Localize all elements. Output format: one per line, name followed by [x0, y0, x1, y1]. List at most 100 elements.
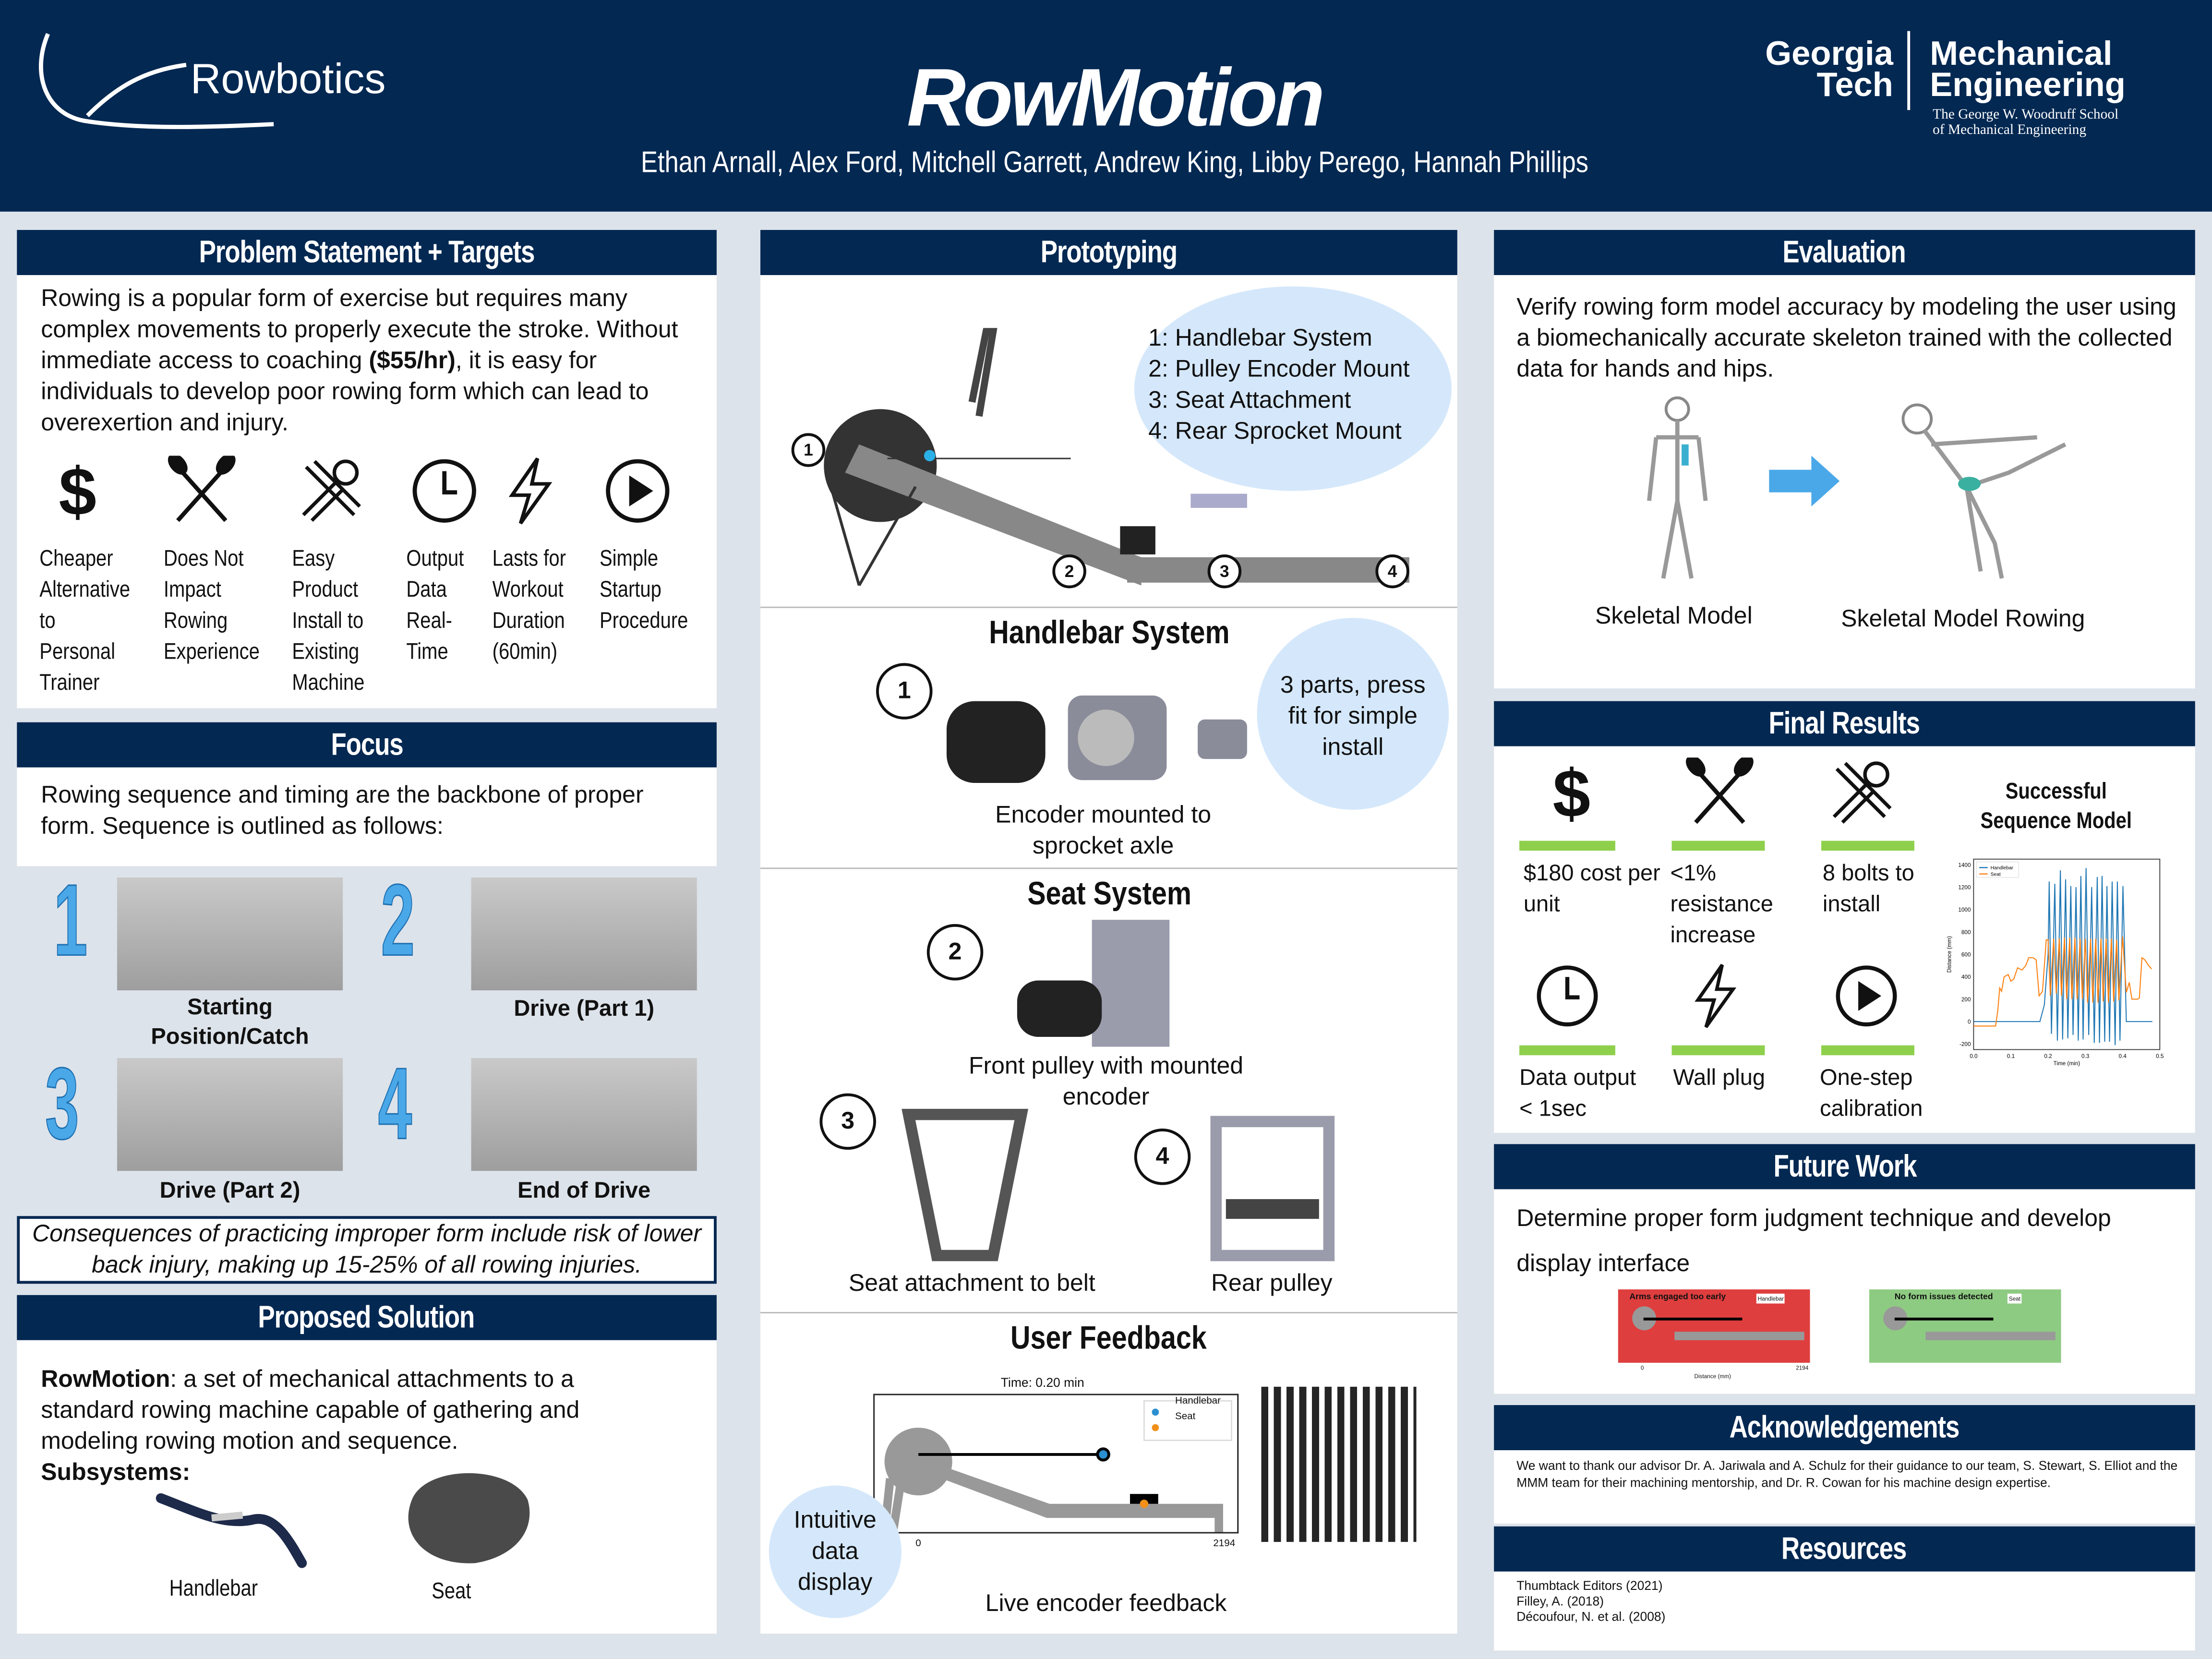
seat-number-3: 3 — [819, 1093, 876, 1150]
seat-system-title: Seat System — [1027, 875, 1191, 912]
seat-number-2: 2 — [926, 924, 984, 981]
skeleton-image — [1647, 396, 1708, 579]
ack-header: Acknowledgements — [1494, 1405, 2195, 1451]
marker-1: 1 — [791, 433, 826, 467]
rowbotics-logo-text: Rowbotics — [190, 56, 386, 103]
x-tick-label: 0.5 — [2156, 1053, 2164, 1059]
chart-legend — [1976, 862, 2020, 878]
solution-panel: RowMotion: a set of mechanical attachmen… — [17, 1340, 717, 1634]
evaluation-header: Evaluation — [1494, 230, 2195, 276]
marker-2: 2 — [1052, 554, 1086, 589]
solution-body: RowMotion: a set of mechanical attachmen… — [41, 1365, 580, 1486]
clock-icon — [1533, 962, 1601, 1030]
gt-tower-icon — [1907, 31, 1911, 110]
results-header: Final Results — [1494, 701, 2195, 746]
seat-attachment-cad — [902, 1108, 1029, 1262]
poster-title: RowMotion — [906, 52, 1325, 144]
consequence-box: Consequences of practicing improper form… — [17, 1216, 717, 1284]
target-install: Easy Product Install to Existing Machine — [292, 456, 405, 699]
x-tick-label: 0.4 — [2119, 1053, 2127, 1059]
step-photo-drive1 — [471, 877, 697, 991]
x-tick-label: 0.3 — [2081, 1053, 2090, 1059]
rear-pulley-caption: Rear pulley — [1211, 1269, 1333, 1297]
oars-icon — [164, 456, 240, 526]
arrow-right-icon — [1769, 456, 1840, 507]
divider — [760, 606, 1457, 608]
seat-caption: Seat — [431, 1580, 471, 1604]
target-duration: Lasts for Workout Duration (60min) — [493, 456, 591, 669]
tools-icon — [1826, 757, 1896, 828]
future-body: Determine proper form judgment technique… — [1516, 1204, 2111, 1277]
focus-header: Focus — [17, 722, 717, 768]
result-bar — [1671, 841, 1765, 851]
front-pulley-cad — [1017, 920, 1170, 1047]
seat-number-4: 4 — [1134, 1129, 1191, 1185]
result-bar — [1519, 1045, 1615, 1056]
form-panel-bad: Arms engaged too early Handlebar — [1618, 1289, 1810, 1363]
rowbotics-logo-icon — [39, 33, 274, 129]
y-axis-label: Distance (mm) — [1946, 936, 1952, 973]
step-label: End of Drive — [517, 1179, 651, 1203]
solution-header: Proposed Solution — [17, 1295, 717, 1340]
ack-body: We want to thank our advisor Dr. A. Jari… — [1516, 1458, 2178, 1490]
step-photo-end — [471, 1058, 697, 1171]
step-photo-drive2 — [117, 1058, 343, 1171]
y-tick-label: 200 — [1961, 997, 1971, 1003]
focus-panel: Rowing sequence and timing are the backb… — [17, 767, 717, 866]
future-header: Future Work — [1494, 1144, 2195, 1190]
ack-panel: We want to thank our advisor Dr. A. Jari… — [1494, 1450, 2195, 1524]
prototyping-header: Prototyping — [760, 230, 1457, 276]
result-resistance: <1% resistance increase — [1670, 862, 1773, 948]
y-tick-label: 400 — [1961, 974, 1971, 980]
future-panel: Determine proper form judgment technique… — [1494, 1189, 2195, 1394]
handlebar-bubble — [1257, 618, 1449, 810]
evaluation-body: Verify rowing form model accuracy by mod… — [1516, 293, 2176, 383]
oars-icon — [1684, 757, 1755, 828]
marker-4: 4 — [1375, 554, 1409, 589]
dollar-icon — [39, 456, 116, 526]
skeleton-caption: Skeletal Model — [1595, 602, 1753, 629]
qr-code[interactable] — [1261, 1386, 1417, 1542]
result-bolts: 8 bolts to install — [1822, 862, 1914, 917]
series-line-handlebar — [1973, 868, 2152, 1046]
target-startup: Simple Startup Procedure — [600, 456, 712, 637]
skeleton-rowing-image — [1901, 403, 2067, 579]
rowing-machine-cad — [824, 328, 1409, 587]
y-tick-label: 0 — [1968, 1019, 1971, 1025]
feedback-bubble — [769, 1485, 902, 1618]
result-bar — [1671, 1045, 1765, 1056]
lightning-icon — [1682, 962, 1749, 1030]
step-label: Drive (Part 1) — [514, 997, 655, 1022]
resources-list: Thumbtack Editors (2021)Filley, A. (2018… — [1516, 1578, 1666, 1624]
feedback-plot — [873, 1394, 1239, 1534]
y-tick-label: 600 — [1961, 952, 1971, 958]
step-number: 2 — [381, 864, 415, 978]
target-rowing: Does Not Impact Rowing Experience — [164, 456, 276, 669]
y-tick-label: 1000 — [1958, 907, 1971, 913]
play-icon — [600, 456, 676, 526]
x-tick-label: 0.2 — [2044, 1053, 2052, 1059]
feedback-bubble-text: Intuitive data display — [793, 1506, 877, 1596]
x-tick-label: 0.1 — [2007, 1053, 2015, 1059]
handlebar-caption: Encoder mounted to sprocket axle — [995, 801, 1212, 859]
sequence-chart-title: Successful Sequence Model — [1980, 780, 2132, 834]
target-realtime: Output Data Real-Time — [406, 456, 491, 669]
series-line-seat — [1973, 936, 2152, 1027]
handlebar-system-title: Handlebar System — [988, 613, 1229, 650]
result-power: Wall plug — [1673, 1066, 1766, 1091]
seat-attachment-caption: Seat attachment to belt — [848, 1269, 1095, 1297]
feedback-caption: Live encoder feedback — [985, 1590, 1227, 1617]
x-tick-label: 0.0 — [1970, 1053, 1978, 1059]
handlebar-number: 1 — [876, 663, 933, 720]
result-calibration: One-step calibration — [1820, 1066, 1923, 1122]
seat-image — [408, 1473, 530, 1563]
lightning-icon — [493, 456, 569, 526]
rear-pulley-cad — [1210, 1116, 1335, 1262]
form-panel-good: No form issues detected Seat — [1869, 1289, 2061, 1363]
authors: Ethan Arnall, Alex Ford, Mitchell Garret… — [640, 146, 1588, 180]
future-tick-0: 0 — [1640, 1364, 1644, 1371]
